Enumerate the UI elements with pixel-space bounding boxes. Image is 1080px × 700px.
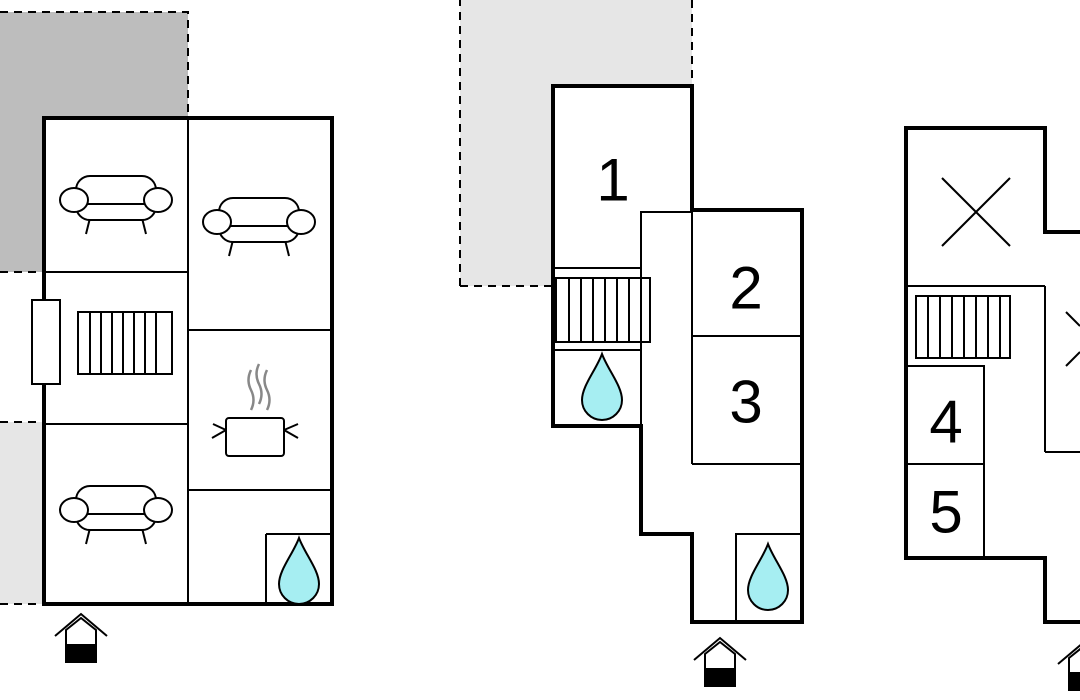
cross-icon [1065,311,1080,367]
terrace-outline [459,0,693,287]
room-number: 5 [929,479,962,546]
staircase-icon [915,295,1011,359]
terrace-area-light [460,0,692,286]
floor-plan-ground [0,11,334,663]
outer-wall [904,126,1080,624]
terrace-outline [0,11,189,605]
interior-walls [906,285,1080,558]
interior-walls [553,211,803,623]
water-drop-icon [581,353,623,421]
entrance-icon [54,613,108,663]
cross-icon [941,177,1011,247]
window-icon [31,299,61,385]
entrance-icon [1057,641,1080,691]
staircase-icon [555,277,651,343]
staircase-icon [77,311,173,375]
water-drop-icon [747,543,789,611]
room-number: 4 [929,389,962,456]
floor-plan-first: 1 2 3 [459,0,804,687]
water-drop-icon [278,537,320,605]
room-number: 2 [729,255,762,322]
sofa-icon [59,485,173,545]
room-number: 1 [596,147,629,214]
entrance-icon [693,637,747,687]
terrace-area-dark [0,12,188,272]
cooking-pot-icon [211,363,299,457]
floor-plan-second: 4 5 [904,126,1080,691]
terrace-area-light [0,422,44,604]
outer-wall [551,84,804,624]
interior-walls [44,118,332,604]
sofa-icon [202,197,316,257]
sofa-icon [59,175,173,235]
room-number: 3 [729,369,762,436]
